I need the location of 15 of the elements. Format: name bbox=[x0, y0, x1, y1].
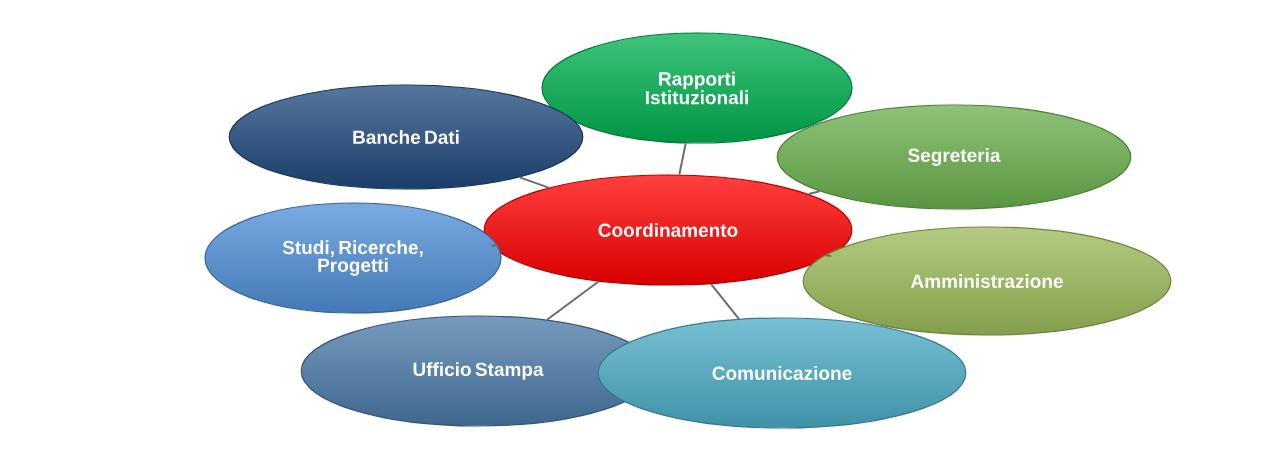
ellipse-node: Segreteria bbox=[776, 104, 1132, 210]
ellipse-node: Amministrazione bbox=[802, 226, 1172, 336]
connector-line bbox=[546, 280, 600, 321]
ellipse-node: Banche Dati bbox=[228, 84, 584, 190]
ellipse-node: Ufficio Stampa bbox=[300, 315, 656, 427]
connector-line bbox=[518, 176, 550, 189]
ellipse-node: Rapporti Istituzionali bbox=[541, 32, 853, 144]
connector-line bbox=[678, 142, 687, 176]
connector-line bbox=[807, 190, 821, 196]
connector-line bbox=[710, 283, 740, 320]
connector-line bbox=[823, 254, 832, 258]
ellipse-node: Coordinamento bbox=[483, 174, 853, 286]
ellipse-node: Comunicazione bbox=[597, 317, 967, 429]
connector-line bbox=[490, 244, 499, 247]
ellipse-node: Studi, Ricerche, Progetti bbox=[204, 202, 502, 314]
